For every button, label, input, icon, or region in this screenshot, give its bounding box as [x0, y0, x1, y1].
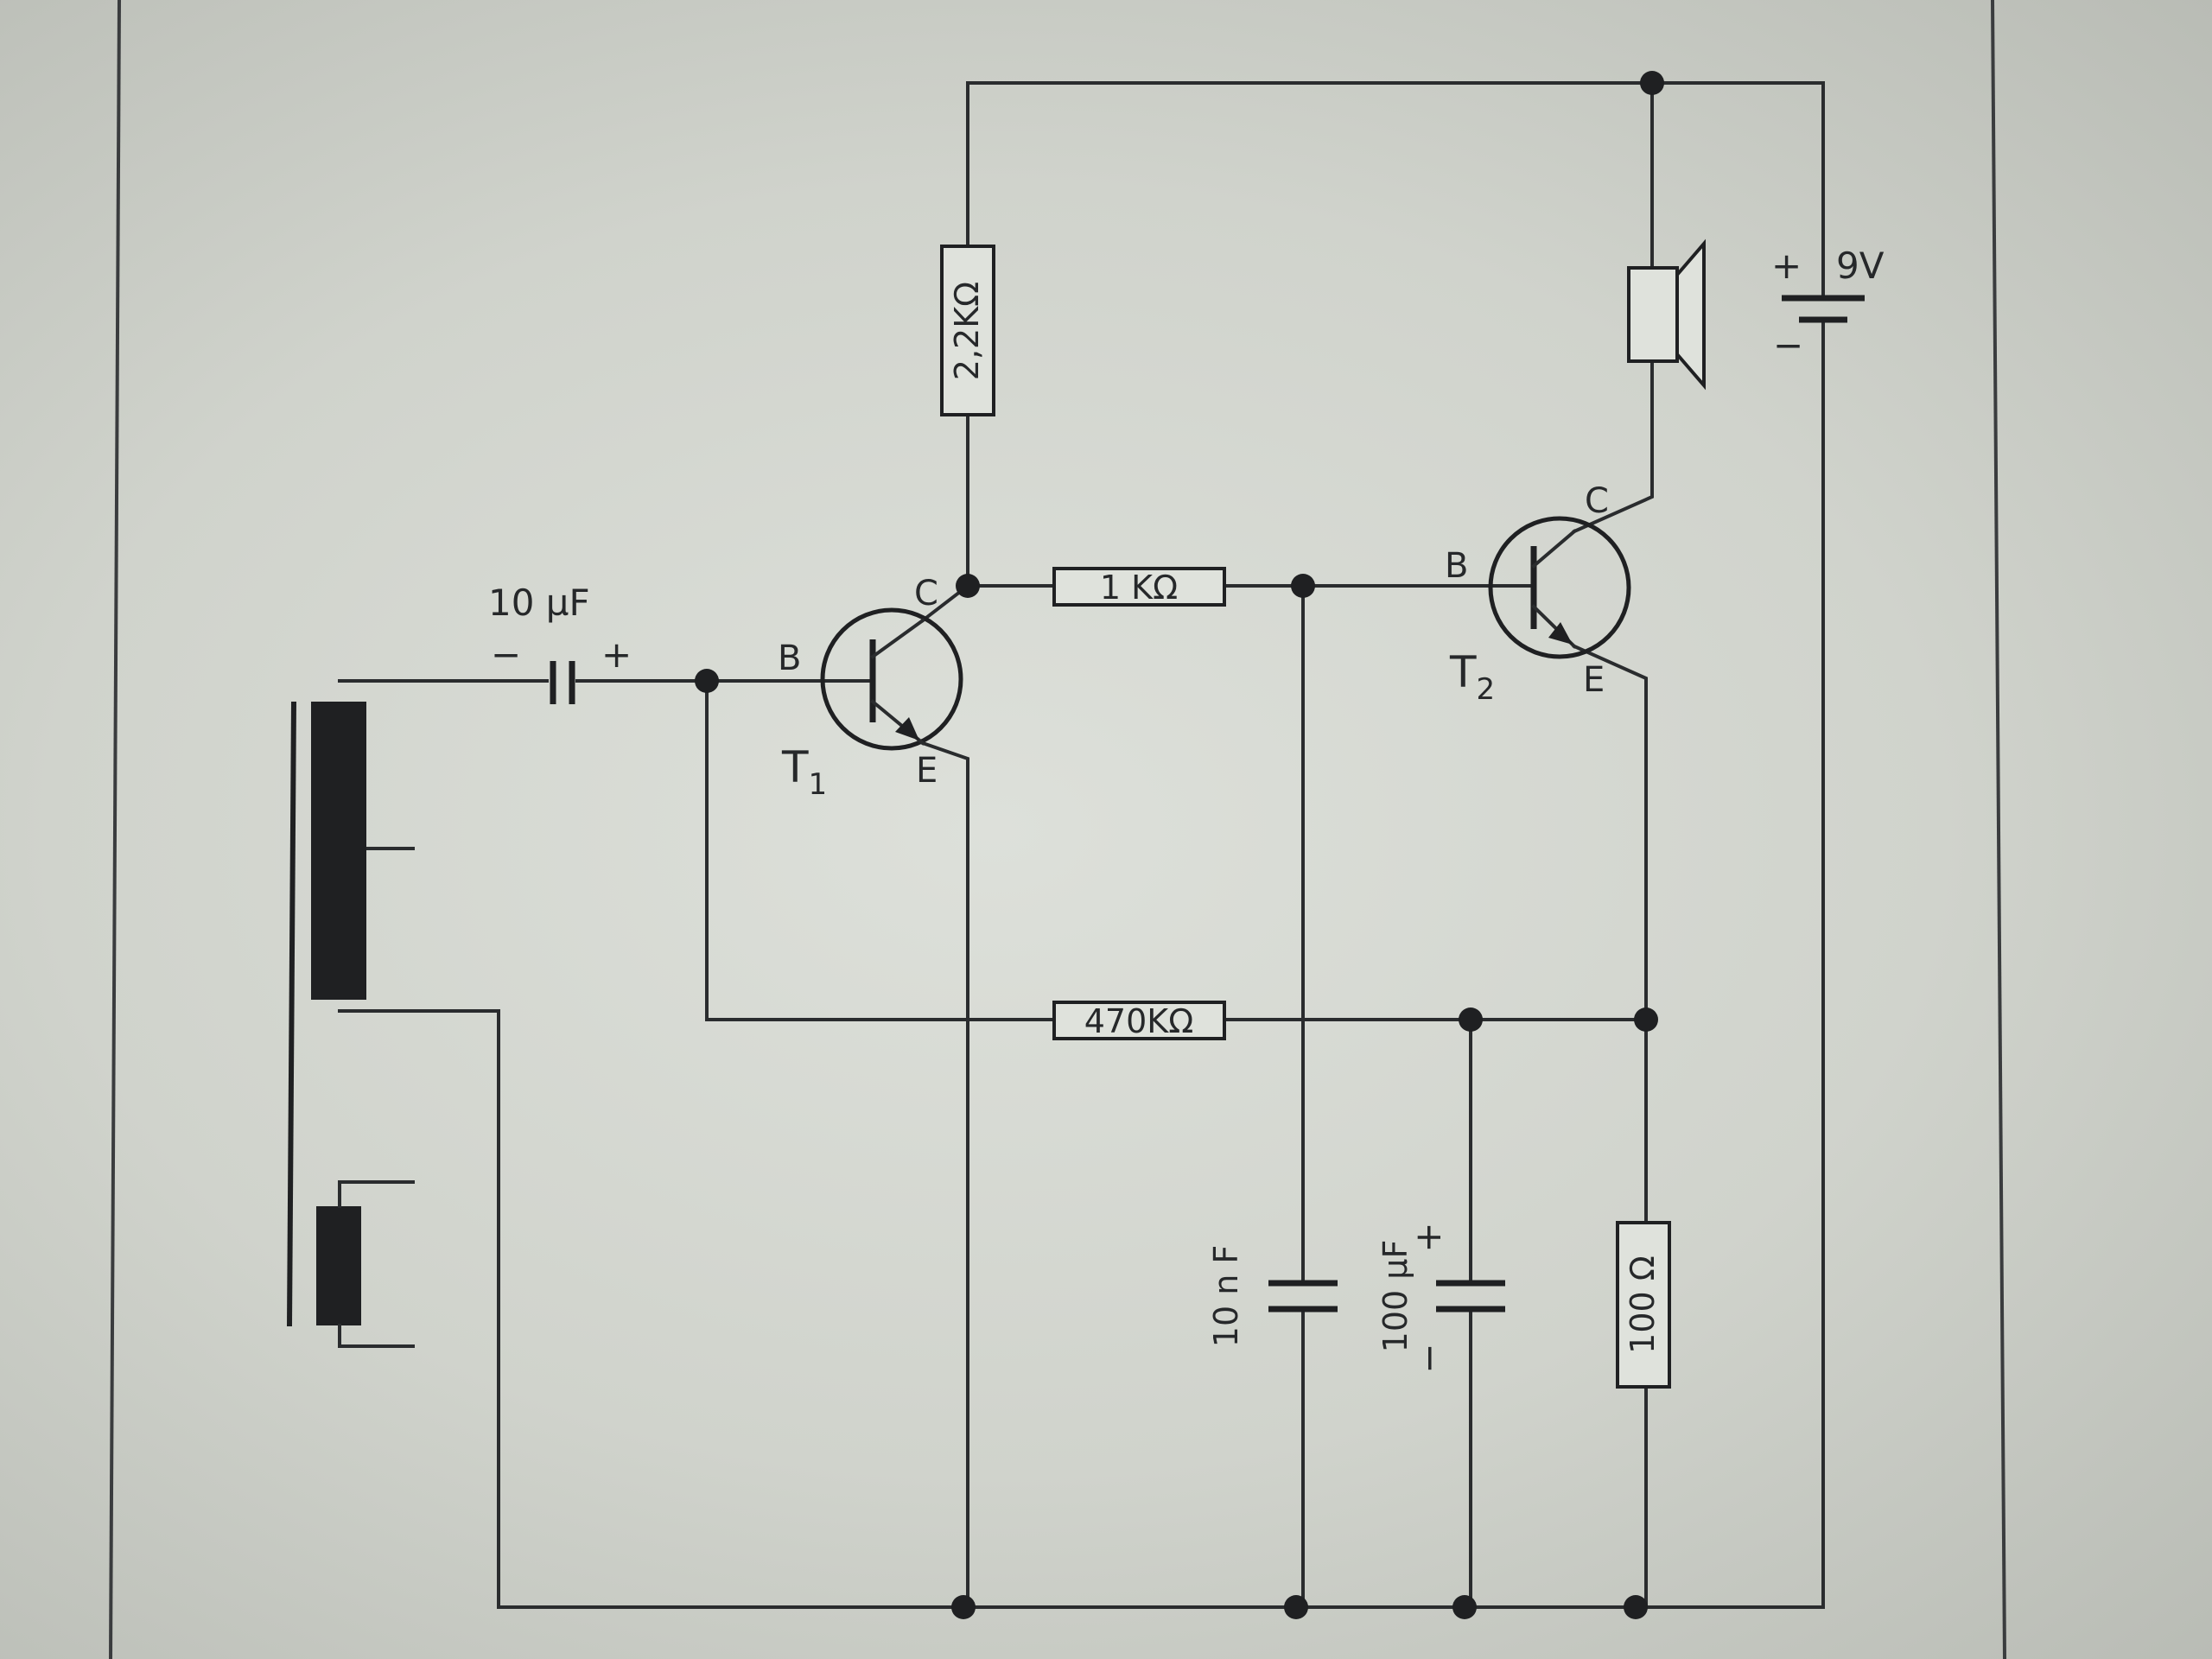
t2-body — [1488, 516, 1631, 659]
top-rail-wire — [966, 81, 1825, 261]
resistor-100-ohm-value: 100 Ω — [1624, 1255, 1662, 1354]
transistor-t2: B C E T2 — [1445, 481, 1631, 707]
resistor-1k-body — [1052, 567, 1226, 607]
t2-emitter-label: E — [1583, 660, 1605, 700]
capacitor-10nf: 10 n F — [1207, 1245, 1338, 1347]
resistor-100-ohm: 100 Ω — [1616, 1221, 1671, 1389]
junction-ground-t1 — [951, 1595, 976, 1619]
battery-value: 9V — [1836, 245, 1885, 287]
coil-winding-main — [311, 702, 366, 1000]
coil-secondary-lead-bottom — [338, 1324, 415, 1348]
ferrite-rod — [287, 701, 296, 1327]
speaker-magnet — [1627, 266, 1679, 363]
coupling-capacitor: 10 µF − + — [488, 582, 632, 704]
junction-ground-r100 — [1624, 1595, 1648, 1619]
junction-ground-c10n — [1284, 1595, 1308, 1619]
resistor-470k-body — [1052, 1001, 1226, 1040]
junction-t1-base — [695, 669, 719, 693]
wire-t1-emitter — [920, 741, 969, 1609]
coupling-cap-value: 10 µF — [488, 582, 590, 624]
transistor-t1: B C E T1 — [778, 574, 963, 802]
capacitor-100uf: 100 µF + − — [1376, 1222, 1505, 1374]
junction-t1-collector — [956, 574, 980, 598]
t2-base-label: B — [1445, 546, 1468, 586]
battery-plus: + — [1771, 245, 1802, 287]
t1-collector-label: C — [914, 574, 938, 613]
junctions — [695, 71, 1664, 1619]
t1-base-label: B — [778, 639, 801, 678]
t1-emitter-arrow — [895, 717, 919, 741]
c10n-value: 10 n F — [1207, 1245, 1245, 1347]
speaker-cone — [1675, 238, 1706, 391]
junction-t2-base — [1291, 574, 1315, 598]
battery-minus: − — [1773, 324, 1803, 366]
resistor-2k2-value: 2,2KΩ — [948, 282, 986, 380]
junction-t2-emitter — [1634, 1007, 1658, 1032]
battery-9v: + 9V − — [1771, 245, 1885, 366]
frame-left-line — [109, 0, 121, 1659]
resistor-1k-value: 1 KΩ — [1100, 569, 1178, 607]
wire-t2-emitter — [1572, 644, 1648, 1224]
c100u-plus: + — [1407, 1222, 1449, 1252]
frame-right-line — [1991, 0, 2006, 1659]
wires — [338, 81, 1825, 1609]
c100u-value: 100 µF — [1376, 1240, 1414, 1353]
t1-emitter-label: E — [916, 751, 938, 791]
t2-collector-label: C — [1585, 481, 1609, 521]
coil-secondary-lead-top — [338, 1180, 415, 1208]
junction-top-rail — [1640, 71, 1664, 95]
t1-name-label: T1 — [781, 742, 827, 802]
wire-feedback-left — [705, 679, 1056, 1021]
t2-collector-lead — [1531, 529, 1577, 569]
resistor-2k2: 2,2KΩ — [940, 245, 995, 416]
t1-body — [820, 607, 963, 751]
t2-name-label: T2 — [1449, 647, 1495, 707]
coil-winding-secondary — [316, 1206, 361, 1325]
c100u-minus: − — [1408, 1343, 1450, 1373]
wire-coil-to-ground — [338, 1009, 500, 1609]
resistor-1k: 1 KΩ — [1052, 567, 1226, 607]
junction-c100u — [1459, 1007, 1483, 1032]
junction-ground-c100u — [1452, 1595, 1477, 1619]
coupling-cap-plus: + — [601, 633, 632, 676]
resistor-2k2-body — [940, 245, 995, 416]
resistor-470k: 470KΩ — [1052, 1001, 1226, 1040]
t2-emitter-arrow — [1548, 622, 1573, 645]
wire-t2-collector — [1572, 359, 1654, 534]
coupling-cap-minus: − — [491, 633, 521, 676]
speaker — [1627, 238, 1706, 391]
wire-battery-down — [1800, 320, 1825, 1609]
resistor-100-ohm-body — [1616, 1221, 1671, 1389]
antenna-coil — [287, 701, 415, 1348]
t1-collector-lead — [870, 618, 925, 659]
resistor-470k-value: 470KΩ — [1084, 1002, 1194, 1040]
